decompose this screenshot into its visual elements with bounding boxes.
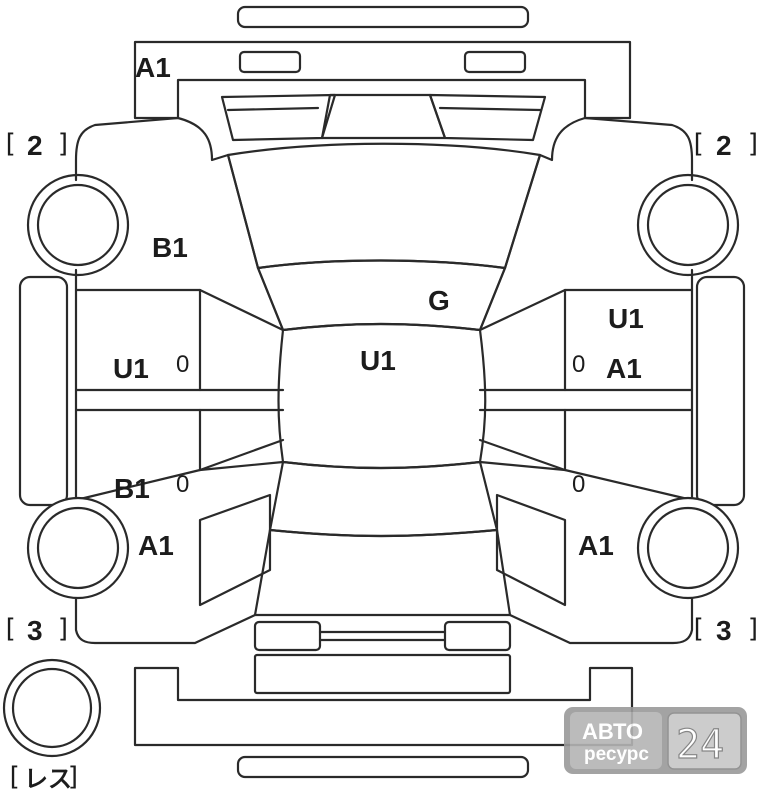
code-right-rear-fender: A1 xyxy=(578,530,614,561)
front-lights xyxy=(220,93,547,142)
wheel-front-right xyxy=(636,173,740,277)
code-roof: U1 xyxy=(360,345,396,376)
svg-text:[: [ xyxy=(2,129,18,159)
watermark-line1: АВТО xyxy=(582,719,643,744)
svg-text:]: ] xyxy=(66,762,82,792)
code-windshield: G xyxy=(428,285,450,316)
code-right-front-door-2: A1 xyxy=(606,353,642,384)
code-front-bumper-left: A1 xyxy=(135,52,171,83)
svg-text:レス: レス xyxy=(24,766,72,793)
svg-text:]: ] xyxy=(746,614,762,644)
value-left-front-door: 0 xyxy=(176,351,189,378)
value-right-rear-door: 0 xyxy=(572,471,585,498)
svg-text:3: 3 xyxy=(716,615,732,646)
code-left-rear-door: B1 xyxy=(114,473,150,504)
tyre-code-front-right: [ 2 ] xyxy=(690,129,762,161)
front-bumper-outline xyxy=(133,5,632,120)
right-doors xyxy=(478,275,746,607)
svg-text:[: [ xyxy=(690,614,706,644)
value-left-rear-door: 0 xyxy=(176,471,189,498)
wheel-front-left xyxy=(26,173,130,277)
svg-text:[: [ xyxy=(2,614,18,644)
wheel-rear-right xyxy=(636,496,740,600)
left-doors xyxy=(18,275,285,607)
code-left-rear-fender: A1 xyxy=(138,530,174,561)
tyre-code-rear-left: [ 3 ] xyxy=(2,614,72,646)
rear-section xyxy=(133,620,634,779)
svg-text:]: ] xyxy=(746,129,762,159)
code-left-front-door: U1 xyxy=(113,353,149,384)
svg-text:[: [ xyxy=(690,129,706,159)
svg-text:]: ] xyxy=(56,129,72,159)
spare-wheel xyxy=(2,658,102,758)
watermark-logo: АВТО ресурс 24 xyxy=(564,707,747,774)
tyre-code-rear-right: [ 3 ] xyxy=(690,614,762,646)
svg-text:3: 3 xyxy=(27,615,43,646)
code-right-front-door-1: U1 xyxy=(608,303,644,334)
svg-text:]: ] xyxy=(56,614,72,644)
svg-text:[: [ xyxy=(6,762,22,792)
body-sides xyxy=(74,116,694,645)
watermark-digits: 24 xyxy=(676,722,724,768)
tyre-code-front-left: [ 2 ] xyxy=(2,129,72,161)
tyre-code-spare: [ レス ] xyxy=(6,762,82,793)
svg-text:2: 2 xyxy=(716,130,732,161)
value-right-front-door: 0 xyxy=(572,351,585,378)
body-center xyxy=(226,142,542,617)
code-left-front-fender: B1 xyxy=(152,232,188,263)
svg-text:2: 2 xyxy=(27,130,43,161)
watermark-line2: ресурс xyxy=(584,744,649,765)
wheel-rear-left xyxy=(26,496,130,600)
